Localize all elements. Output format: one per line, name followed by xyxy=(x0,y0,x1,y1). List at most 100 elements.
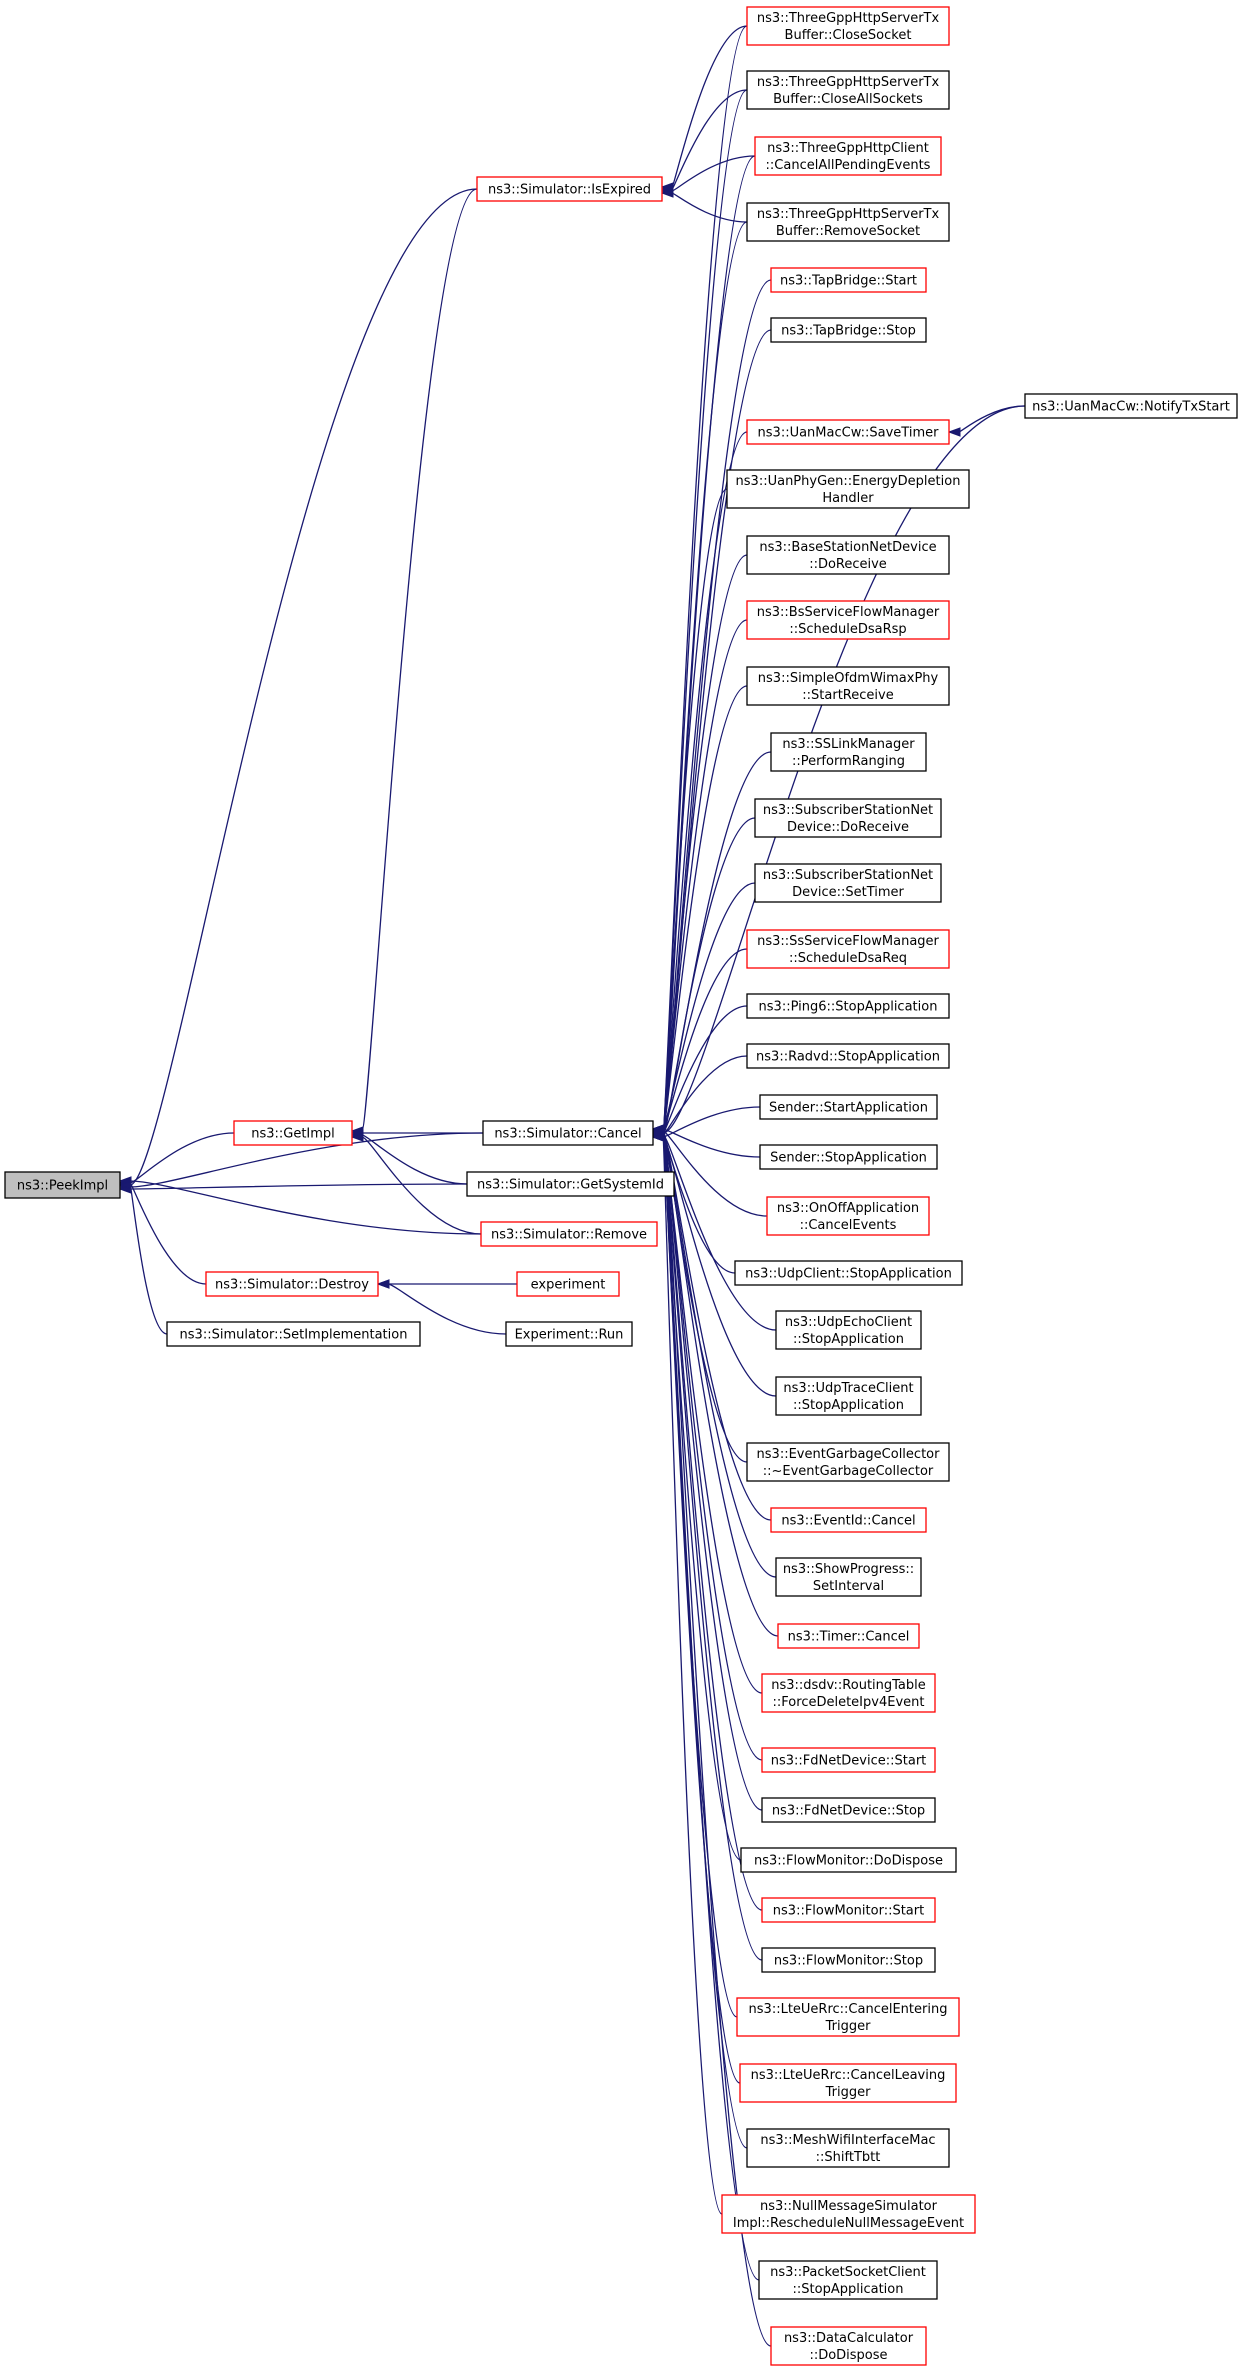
node-label: ns3::UanMacCw::NotifyTxStart xyxy=(1032,400,1230,415)
node-udpecho[interactable]: ns3::UdpEchoClient::StopApplication xyxy=(775,1310,922,1350)
node-label: ns3::DataCalculator xyxy=(784,2331,914,2346)
node-box xyxy=(746,600,950,640)
node-datacalc[interactable]: ns3::DataCalculator::DoDispose xyxy=(770,2326,927,2366)
node-senderstart[interactable]: Sender::StartApplication xyxy=(759,1094,938,1120)
node-label: ns3::Simulator::SetImplementation xyxy=(180,1328,408,1343)
edge-setimpl-to-peekimpl xyxy=(129,1184,168,1335)
edge-removesocket-to-isexpired xyxy=(671,192,748,223)
node-ssreceive[interactable]: ns3::SubscriberStationNetDevice::DoRecei… xyxy=(754,798,942,838)
node-radvd[interactable]: ns3::Radvd::StopApplication xyxy=(746,1043,950,1069)
node-closesocket[interactable]: ns3::ThreeGppHttpServerTxBuffer::CloseSo… xyxy=(746,6,950,46)
node-box xyxy=(770,317,927,343)
edge-destroy-to-peekimpl xyxy=(129,1182,207,1285)
node-savetimer[interactable]: ns3::UanMacCw::SaveTimer xyxy=(746,419,950,445)
node-box xyxy=(1024,393,1238,419)
node-box xyxy=(759,1144,938,1170)
node-label: ns3::BsServiceFlowManager xyxy=(757,605,940,620)
node-tapstart[interactable]: ns3::TapBridge::Start xyxy=(770,267,927,293)
node-label: ns3::Simulator::Remove xyxy=(491,1228,647,1243)
node-onoff[interactable]: ns3::OnOffApplication::CancelEvents xyxy=(766,1196,930,1236)
node-label: ns3::NullMessageSimulator xyxy=(760,2199,938,2214)
node-isexpired[interactable]: ns3::Simulator::IsExpired xyxy=(476,176,663,202)
node-removesocket[interactable]: ns3::ThreeGppHttpServerTxBuffer::RemoveS… xyxy=(746,202,950,242)
node-peekimpl: ns3::PeekImpl xyxy=(4,1171,121,1199)
node-label: ns3::Simulator::IsExpired xyxy=(488,183,651,198)
node-closeall[interactable]: ns3::ThreeGppHttpServerTxBuffer::CloseAl… xyxy=(746,70,950,110)
node-timer[interactable]: ns3::Timer::Cancel xyxy=(777,1623,920,1649)
edge-cancelpending-to-isexpired xyxy=(671,155,756,192)
node-label: ns3::SsServiceFlowManager xyxy=(757,934,939,949)
node-exprun[interactable]: Experiment::Run xyxy=(505,1321,633,1347)
node-box xyxy=(754,863,942,903)
node-udpclient[interactable]: ns3::UdpClient::StopApplication xyxy=(734,1260,963,1286)
edge-closeall-to-isexpired xyxy=(671,89,748,190)
node-box xyxy=(726,469,970,509)
node-packetsock[interactable]: ns3::PacketSocketClient::StopApplication xyxy=(758,2260,938,2300)
node-box xyxy=(205,1271,379,1297)
node-notifytx[interactable]: ns3::UanMacCw::NotifyTxStart xyxy=(1024,393,1238,419)
node-progress[interactable]: ns3::ShowProgress::SetInterval xyxy=(775,1557,922,1597)
node-label: ns3::UanPhyGen::EnergyDepletion xyxy=(736,474,961,489)
node-label: SetInterval xyxy=(813,1579,884,1594)
node-tapstop[interactable]: ns3::TapBridge::Stop xyxy=(770,317,927,343)
node-ping6[interactable]: ns3::Ping6::StopApplication xyxy=(746,993,950,1019)
node-cancelpending[interactable]: ns3::ThreeGppHttpClient::CancelAllPendin… xyxy=(754,136,942,176)
edge-senderstop-to-cancel xyxy=(662,1128,761,1158)
node-fmstart[interactable]: ns3::FlowMonitor::Start xyxy=(761,1897,936,1923)
node-garbage[interactable]: ns3::EventGarbageCollector::~EventGarbag… xyxy=(746,1442,950,1482)
node-box xyxy=(482,1120,654,1146)
edge-ofdm-to-cancel xyxy=(662,685,748,1134)
node-label: ns3::SimpleOfdmWimaxPhy xyxy=(758,671,939,686)
node-box xyxy=(777,1623,920,1649)
node-label: ns3::SubscriberStationNet xyxy=(763,868,933,883)
node-bsflow[interactable]: ns3::BsServiceFlowManager::ScheduleDsaRs… xyxy=(746,600,950,640)
node-getsysid[interactable]: ns3::Simulator::GetSystemId xyxy=(466,1171,675,1197)
edge-getsysid-to-peekimpl xyxy=(129,1183,468,1190)
node-box xyxy=(466,1171,675,1197)
node-box xyxy=(746,6,950,46)
node-box xyxy=(746,535,950,575)
node-fdstop[interactable]: ns3::FdNetDevice::Stop xyxy=(761,1797,936,1823)
node-dsdv[interactable]: ns3::dsdv::RoutingTable::ForceDeleteIpv4… xyxy=(761,1673,936,1713)
node-ofdm[interactable]: ns3::SimpleOfdmWimaxPhy::StartReceive xyxy=(746,666,950,706)
node-sslink[interactable]: ns3::SSLinkManager::PerformRanging xyxy=(770,732,927,772)
node-getimpl[interactable]: ns3::GetImpl xyxy=(233,1120,353,1146)
node-cancel[interactable]: ns3::Simulator::Cancel xyxy=(482,1120,654,1146)
node-ssflow[interactable]: ns3::SsServiceFlowManager::ScheduleDsaRe… xyxy=(746,929,950,969)
edge-isexpired-to-peekimpl xyxy=(129,188,478,1186)
node-senderstop[interactable]: Sender::StopApplication xyxy=(759,1144,938,1170)
node-label: ::ScheduleDsaRsp xyxy=(789,622,906,637)
arrowhead xyxy=(118,1180,132,1190)
node-eventid[interactable]: ns3::EventId::Cancel xyxy=(770,1507,927,1533)
edge-notifytx-to-savetimer xyxy=(958,405,1026,433)
node-box xyxy=(746,419,950,445)
node-fmstop[interactable]: ns3::FlowMonitor::Stop xyxy=(761,1947,936,1973)
node-remove[interactable]: ns3::Simulator::Remove xyxy=(480,1221,658,1247)
node-bsreceive[interactable]: ns3::BaseStationNetDevice::DoReceive xyxy=(746,535,950,575)
node-sstimer[interactable]: ns3::SubscriberStationNetDevice::SetTime… xyxy=(754,863,942,903)
node-mesh[interactable]: ns3::MeshWifiInterfaceMac::ShiftTbtt xyxy=(746,2128,950,2168)
edge-sstimer-to-cancel xyxy=(662,882,756,1130)
node-label: ::CancelEvents xyxy=(800,1218,897,1233)
node-udptrace[interactable]: ns3::UdpTraceClient::StopApplication xyxy=(775,1376,922,1416)
node-label: ns3::FlowMonitor::DoDispose xyxy=(754,1854,943,1869)
node-destroy[interactable]: ns3::Simulator::Destroy xyxy=(205,1271,379,1297)
node-nullmsg[interactable]: ns3::NullMessageSimulatorImpl::Reschedul… xyxy=(721,2194,976,2234)
node-label: ns3::FlowMonitor::Stop xyxy=(774,1954,923,1969)
node-label: Trigger xyxy=(825,2019,871,2034)
node-fdstart[interactable]: ns3::FdNetDevice::Start xyxy=(761,1747,936,1773)
node-box xyxy=(761,1747,936,1773)
edge-closesocket-to-isexpired xyxy=(671,25,748,188)
edge-radvd-to-cancel xyxy=(662,1055,748,1136)
node-box xyxy=(775,1376,922,1416)
node-box xyxy=(758,2260,938,2300)
node-label: ns3::MeshWifiInterfaceMac xyxy=(760,2133,935,2148)
node-fmdispose[interactable]: ns3::FlowMonitor::DoDispose xyxy=(740,1847,957,1873)
node-setimpl[interactable]: ns3::Simulator::SetImplementation xyxy=(166,1321,421,1347)
node-box xyxy=(739,2063,957,2103)
node-box xyxy=(746,1442,950,1482)
node-experiment[interactable]: experiment xyxy=(516,1271,620,1297)
